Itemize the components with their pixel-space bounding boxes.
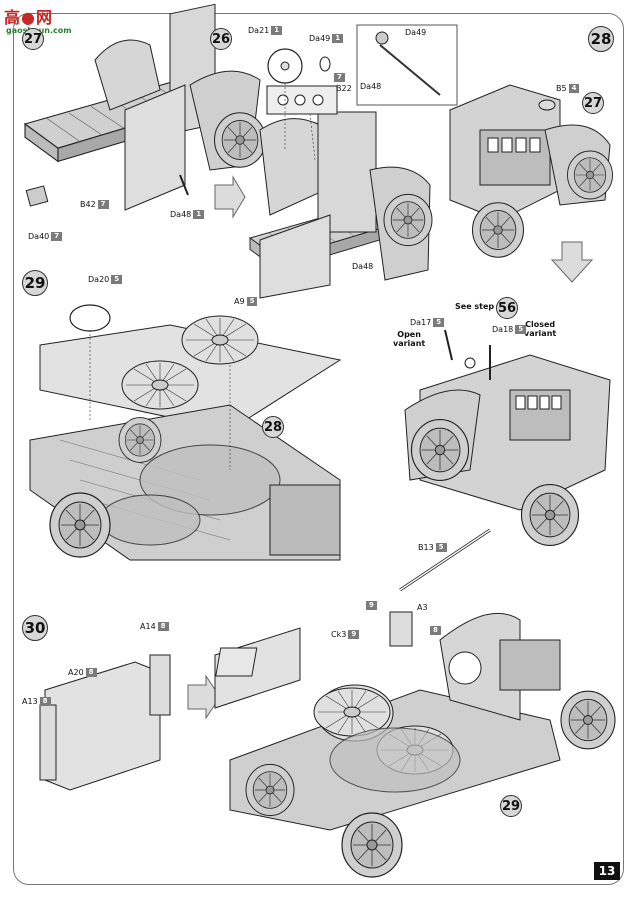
step-27-ref-marker: 27 [582, 92, 604, 114]
part-label-a3-num: 9 [366, 601, 379, 610]
step-56-ref-marker: 56 [496, 297, 518, 319]
part-label-da49-detail: Da49 [405, 28, 427, 37]
part-label-b22: B22 [336, 84, 352, 93]
step27b-drawing [249, 24, 458, 299]
closed-variant-note: Closed variant [524, 320, 557, 338]
step-28-ref-marker: 28 [262, 416, 284, 438]
watermark-text: 高●网 [4, 8, 53, 27]
step-30-marker: 30 [22, 615, 48, 641]
part-label-a3-alt-num: 8 [428, 626, 441, 635]
page-number: 13 [594, 862, 620, 880]
part-label-b22-num: 7 [332, 73, 345, 82]
part-label-da48-detail: Da48 [360, 82, 382, 91]
step27-drawing [24, 3, 267, 211]
step-26-marker: 26 [210, 28, 232, 50]
see-step-note: See step [455, 302, 495, 311]
step30-drawing [39, 611, 616, 878]
open-variant-note: Open variant [393, 330, 426, 348]
part-label-da48-b: Da48 [352, 262, 374, 271]
part-label-a3: A3 [417, 603, 428, 612]
step28-drawing [449, 84, 613, 258]
page-frame [13, 13, 624, 885]
step-29-ref-marker: 29 [500, 795, 522, 817]
step-27-marker: 27 [22, 28, 44, 50]
step29-drawing [29, 304, 342, 561]
step29b-drawing [399, 329, 611, 592]
step-29-marker: 29 [22, 270, 48, 296]
step-28-marker: 28 [588, 26, 614, 52]
